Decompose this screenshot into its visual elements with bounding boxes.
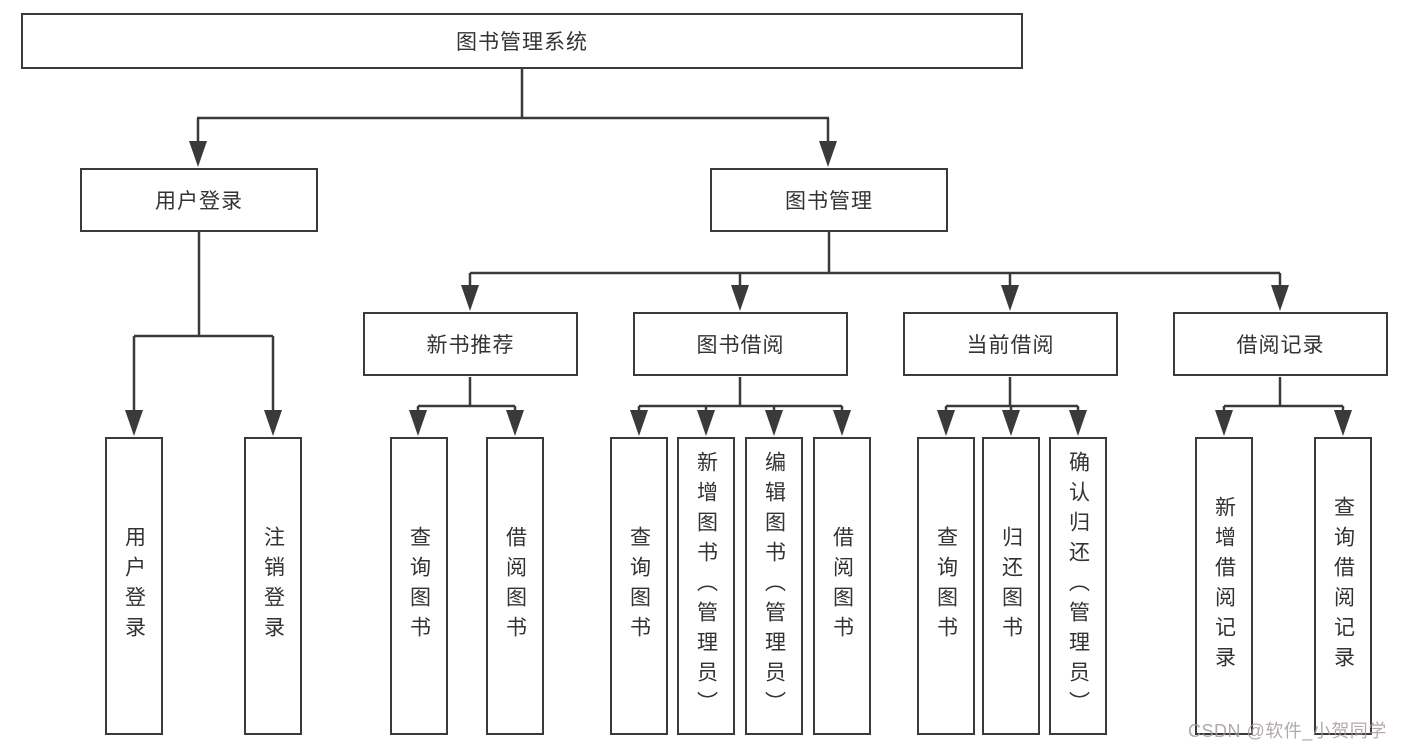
node-label: 借阅图书 — [830, 526, 854, 646]
node-label: 图书借阅 — [696, 334, 785, 357]
node-label: 新增图书（管理员） — [694, 451, 718, 721]
connector-bookmgmt-to-level3 — [468, 232, 1282, 291]
arrow-down-icon — [409, 410, 427, 436]
leaf-borrow-books-recommend: 借阅图书 — [486, 437, 544, 735]
node-label: 查询借阅记录 — [1331, 496, 1355, 676]
csdn-watermark: CSDN @软件_小贺同学 — [1188, 721, 1387, 741]
node-label: 注销登录 — [261, 526, 285, 646]
connector-bookborrow-to-leaves — [637, 377, 844, 416]
leaf-edit-book-admin: 编辑图书（管理员） — [745, 437, 803, 735]
connector-currentborrow-to-leaves — [944, 377, 1080, 416]
node-label: 借阅图书 — [503, 526, 527, 646]
node-label: 图书管理系统 — [456, 31, 588, 54]
arrow-down-icon — [697, 410, 715, 436]
node-label: 新增借阅记录 — [1212, 496, 1236, 676]
node-label: 查询图书 — [407, 526, 431, 646]
node-borrow-records: 借阅记录 — [1173, 312, 1388, 376]
arrow-down-icon — [833, 410, 851, 436]
leaf-query-books-borrow: 查询图书 — [610, 437, 668, 735]
node-label: 新书推荐 — [426, 334, 515, 357]
arrow-down-icon — [1002, 410, 1020, 436]
arrow-down-icon — [506, 410, 524, 436]
leaf-borrow-books: 借阅图书 — [813, 437, 871, 735]
node-label: 查询图书 — [627, 526, 651, 646]
arrow-down-icon — [189, 141, 207, 167]
leaf-add-book-admin: 新增图书（管理员） — [677, 437, 735, 735]
leaf-add-borrow-record: 新增借阅记录 — [1195, 437, 1253, 735]
node-new-book-recommend: 新书推荐 — [363, 312, 578, 376]
node-label: 当前借阅 — [966, 334, 1055, 357]
arrow-down-icon — [1069, 410, 1087, 436]
arrow-down-icon — [765, 410, 783, 436]
leaf-query-books-recommend: 查询图书 — [390, 437, 448, 735]
node-current-borrow: 当前借阅 — [903, 312, 1118, 376]
node-book-borrow: 图书借阅 — [633, 312, 848, 376]
arrow-down-icon — [1334, 410, 1352, 436]
node-label: 用户登录 — [155, 190, 243, 213]
connector-root-to-level2 — [196, 69, 830, 147]
arrow-down-icon — [461, 285, 479, 311]
connector-userlogin-to-leaves — [132, 232, 275, 415]
connector-newbook-to-leaves — [416, 377, 517, 416]
connector-borrowrecord-to-leaves — [1222, 377, 1345, 416]
leaf-logout: 注销登录 — [244, 437, 302, 735]
node-label: 查询图书 — [934, 526, 958, 646]
node-label: 图书管理 — [785, 190, 873, 213]
node-root: 图书管理系统 — [21, 13, 1023, 69]
arrow-down-icon — [264, 410, 282, 436]
arrow-down-icon — [1001, 285, 1019, 311]
leaf-user-login: 用户登录 — [105, 437, 163, 735]
node-label: 归还图书 — [999, 526, 1023, 646]
arrow-down-icon — [125, 410, 143, 436]
leaf-confirm-return-admin: 确认归还（管理员） — [1049, 437, 1107, 735]
leaf-query-books-current: 查询图书 — [917, 437, 975, 735]
arrow-down-icon — [1215, 410, 1233, 436]
node-label: 借阅记录 — [1236, 334, 1325, 357]
node-book-management: 图书管理 — [710, 168, 948, 232]
leaf-query-borrow-record: 查询借阅记录 — [1314, 437, 1372, 735]
leaf-return-book: 归还图书 — [982, 437, 1040, 735]
node-label: 用户登录 — [122, 526, 146, 646]
arrow-down-icon — [819, 141, 837, 167]
node-label: 确认归还（管理员） — [1066, 451, 1090, 721]
arrow-down-icon — [937, 410, 955, 436]
node-user-login: 用户登录 — [80, 168, 318, 232]
arrow-down-icon — [630, 410, 648, 436]
node-label: 编辑图书（管理员） — [762, 451, 786, 721]
arrow-down-icon — [731, 285, 749, 311]
arrow-down-icon — [1271, 285, 1289, 311]
